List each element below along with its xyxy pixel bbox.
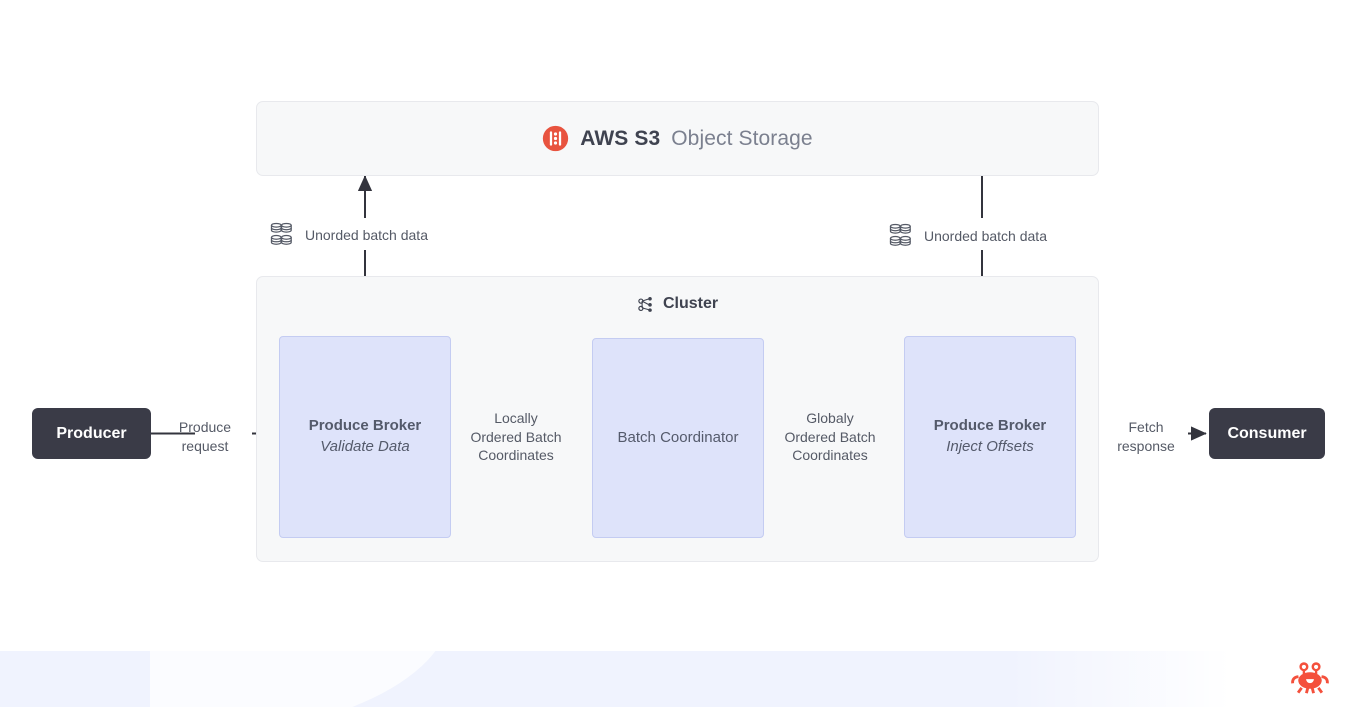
node-produce-broker-validate[interactable]: Produce Broker Validate Data [279, 336, 451, 538]
cluster-title-text: Cluster [662, 295, 719, 312]
node-subtitle: Inject Offsets [946, 438, 1034, 455]
aws-s3-title: AWS S3 Object Storage [542, 125, 813, 152]
footer-swoosh [150, 651, 450, 707]
edge-label-fetch-response: Fetch response [1117, 419, 1175, 454]
batch-data-label-right-text: Unorded batch data [924, 227, 1047, 244]
producer-label: Producer [56, 424, 127, 442]
node-title: Produce Broker [933, 417, 1047, 435]
node-produce-broker-inject[interactable]: Produce Broker Inject Offsets [904, 336, 1076, 538]
crab-logo-icon [1291, 662, 1329, 694]
edge-label-locally-ordered: Locally Ordered Batch Coordinates [470, 410, 562, 464]
cluster-title: Cluster [257, 295, 1098, 313]
cluster-nodes-icon [638, 296, 652, 312]
database-stack-icon [889, 223, 911, 246]
node-batch-coordinator[interactable]: Batch Coordinator [592, 338, 764, 538]
database-stack-icon [270, 222, 292, 245]
batch-data-label-right: Unorded batch data [889, 223, 1047, 248]
node-title: Batch Coordinator [617, 428, 739, 446]
node-title: Produce Broker [308, 417, 422, 435]
aws-s3-label-bold: AWS S3 [580, 126, 661, 150]
batch-data-label-left: Unorded batch data [270, 222, 428, 247]
node-subtitle: Validate Data [320, 438, 410, 455]
aws-s3-panel: AWS S3 Object Storage [256, 101, 1099, 176]
batch-data-label-left-text: Unorded batch data [305, 226, 428, 243]
aws-s3-label-light: Object Storage [671, 126, 813, 150]
consumer-label: Consumer [1227, 424, 1307, 442]
node-producer[interactable]: Producer [32, 408, 151, 459]
aws-s3-icon [543, 125, 569, 152]
node-consumer[interactable]: Consumer [1209, 408, 1325, 459]
footer-band [0, 651, 1368, 707]
edge-label-produce-request: Produce request [178, 419, 232, 454]
edge-label-globaly-ordered: Globaly Ordered Batch Coordinates [784, 410, 876, 464]
